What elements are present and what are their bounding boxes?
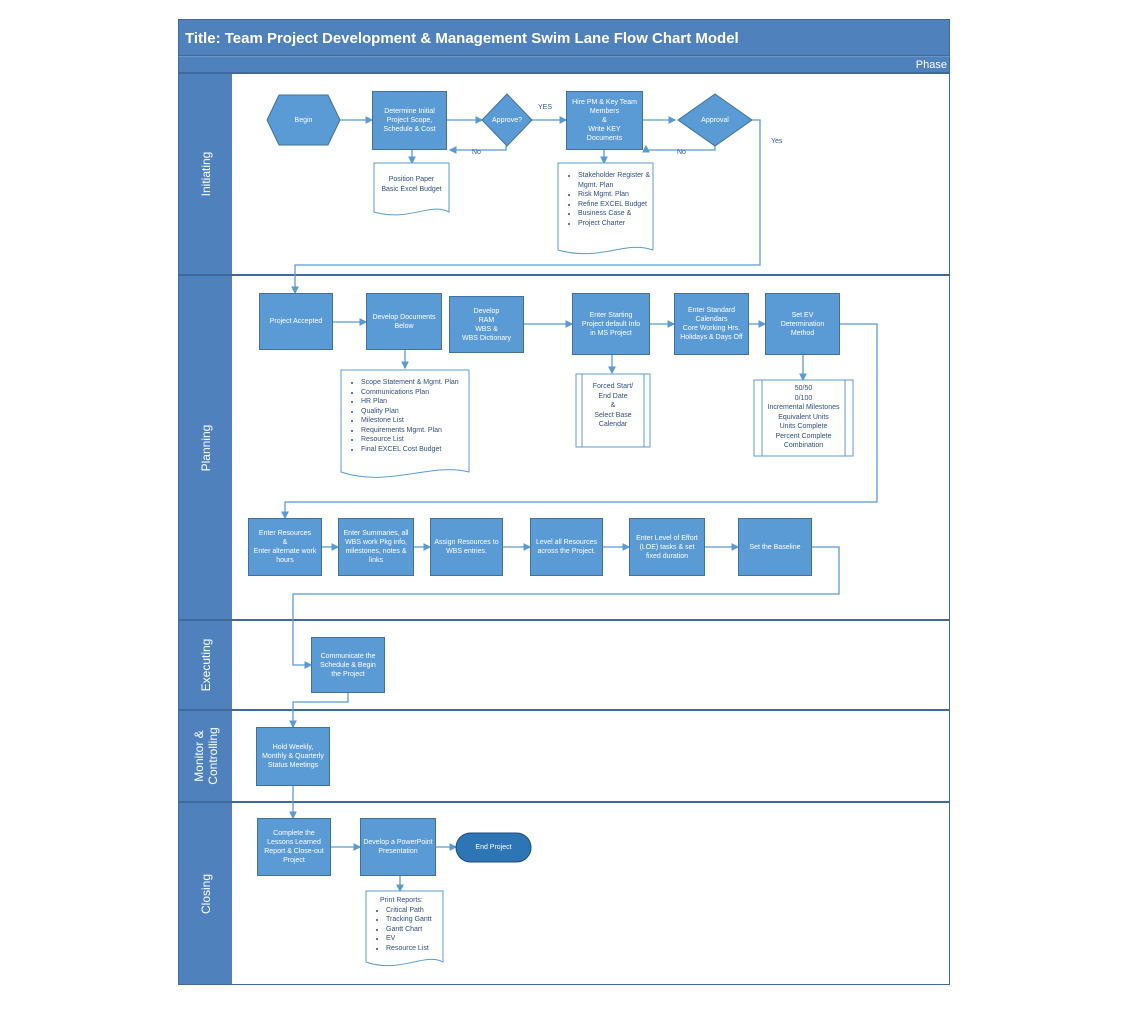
begin-hexagon [266,94,341,146]
node-approval: Approval [701,116,729,124]
lane-closing: Closing [178,802,950,985]
doc-stakeholder-list: Stakeholder Register & Mgmt. Plan Risk M… [558,171,653,228]
lane-label-executing: Executing [179,621,232,709]
edge-approve-no [448,146,507,154]
edge-communicate-hold [289,693,349,729]
lane-executing: Executing [178,620,950,710]
phase-label: Phase [915,59,947,71]
node-enter-standard: Enter Standard Calendars Core Working Hr… [674,293,749,355]
doc-shape-position [373,162,450,216]
node-develop-ppt: Develop a PowerPoint Presentation [360,818,436,876]
doc-shape-scope [340,369,470,478]
doc-forced-start: Forced Start/ End Date & Select Base Cal… [592,383,634,428]
approve-diamond [481,93,533,147]
doc-position-paper: Position Paper Basic Excel Budget [381,176,442,193]
node-approve: Approve? [492,116,522,124]
doc-shape-print [365,890,444,967]
edge-label-yes-2: Yes [771,138,783,145]
node-project-accepted: Project Accepted [259,293,333,350]
doc-shape-stakeholder [557,162,654,255]
edge-label-no-2: No [677,149,686,156]
phase-header: Phase [178,56,950,73]
node-develop-documents: Develop Documents Below [366,293,442,350]
lane-planning: Planning [178,275,950,620]
edge-baseline-communicate [292,546,840,669]
node-end-project: End Project [475,844,512,851]
node-enter-starting: Enter Starting Project default Info in M… [572,293,650,355]
doc-shape-ev [753,379,854,457]
node-enter-summaries: Enter Summaries, all WBS work Pkg info, … [338,518,414,576]
doc-shape-forced [575,373,651,448]
edge-setev-row2 [281,323,878,520]
node-level-resources: Level all Resources across the Project. [530,518,603,576]
node-enter-resources: Enter Resources & Enter alternate work h… [248,518,322,576]
lane-label-monitor-controlling: Monitor & Controlling [179,711,232,801]
doc-print-reports: Print Reports: Critical Path Tracking Ga… [366,896,443,953]
approval-diamond [677,93,753,147]
node-complete-lessons: Complete the Lessons Learned Report & Cl… [257,818,331,876]
lane-monitor-controlling: Monitor & Controlling [178,710,950,802]
edge-approval-no [642,144,716,153]
lane-label-planning: Planning [179,276,232,619]
node-set-ev: Set EV Determination Method [765,293,840,355]
node-enter-loe: Enter Level of Effort (LOE) tasks & set … [629,518,705,576]
doc-scope-list: Scope Statement & Mgmt. Plan Communicati… [341,378,469,454]
end-project-terminator [455,832,532,863]
lane-label-closing: Closing [179,803,232,984]
edge-label-yes-1: YES [538,104,553,111]
node-determine-scope: Determine Initial Project Scope, Schedul… [372,91,447,150]
edge-label-no-1: No [472,149,481,156]
node-set-baseline: Set the Baseline [738,518,812,576]
lane-initiating: Initiating [178,73,950,275]
doc-ev-methods: 50/50 0/100 Incremental Milestones Equiv… [767,385,840,449]
node-develop-ram: Develop RAM WBS & WBS Dictionary [449,296,524,353]
edge-approval-yes [291,119,761,295]
lane-label-initiating: Initiating [179,74,232,274]
node-hold-weekly: Hold Weekly, Monthly & Quarterly Status … [256,727,330,786]
diagram-title: Title: Team Project Development & Manage… [178,19,950,56]
node-assign-resources: Assign Resources to WBS entries. [430,518,503,576]
node-begin: Begin [294,116,313,124]
node-communicate: Communicate the Schedule & Begin the Pro… [311,637,385,693]
node-hire-pm: Hire PM & Key Team Members & Write KEY D… [566,91,643,150]
